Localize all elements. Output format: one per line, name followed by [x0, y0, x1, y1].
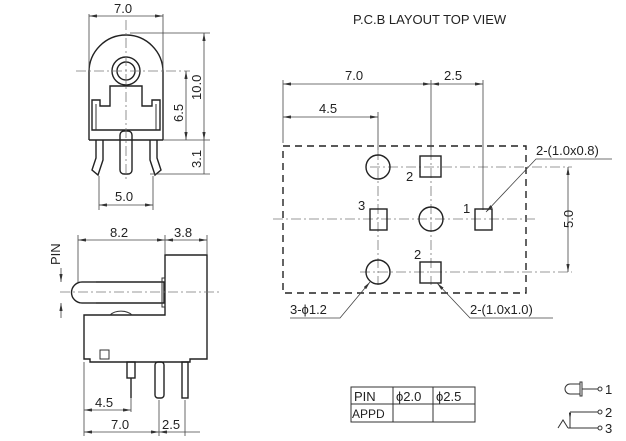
front-center-height-label: 6.5	[171, 104, 186, 122]
side-front-label: 3.8	[174, 225, 192, 240]
pin-label: PIN	[48, 243, 63, 265]
pcb-dim-7-0: 7.0	[345, 68, 363, 83]
side-dim-4-5: 4.5	[95, 395, 113, 410]
pin-table: PIN ϕ2.0 ϕ2.5 APPD	[350, 386, 476, 423]
schematic-pin-2: 2	[605, 405, 612, 420]
table-header-2-5: ϕ2.5	[436, 389, 461, 404]
table-header-pin: PIN	[354, 389, 376, 404]
pin-3-label: 3	[358, 198, 365, 213]
callout-slot-small: 2-(1.0x0.8)	[536, 143, 599, 158]
callout-slot-square: 2-(1.0x1.0)	[470, 302, 533, 317]
drawing-title: P.C.B LAYOUT TOP VIEW	[353, 12, 507, 27]
pcb-dim-4-5: 4.5	[319, 101, 337, 116]
front-height-label: 10.0	[189, 75, 204, 100]
callout-holes: 3-ϕ1.2	[290, 302, 327, 317]
schematic-symbol: 1 2 3	[557, 381, 612, 436]
pin-1-label: 1	[463, 201, 470, 216]
pcb-dim-2-5: 2.5	[444, 68, 462, 83]
pcb-layout: 7.0 2.5 4.5 5.0 1 2 2 3 2-(1.0x0.8) 2-(1…	[273, 68, 612, 319]
front-pin-length-label: 3.1	[189, 150, 204, 168]
schematic-pin-1: 1	[605, 382, 612, 397]
front-width-label: 7.0	[114, 1, 132, 16]
side-dim-7-0: 7.0	[111, 417, 129, 432]
front-view: 7.0 10.0 6.5 3.1 5.0	[76, 1, 210, 210]
pin-2-top-label: 2	[406, 169, 413, 184]
schematic-pin-3: 3	[605, 421, 612, 436]
pcb-dim-5-0: 5.0	[561, 210, 576, 228]
table-header-2-0: ϕ2.0	[396, 389, 421, 404]
side-length-label: 8.2	[110, 225, 128, 240]
side-view: PIN 8.2 3.8 4.5 7.0 2.5	[48, 225, 220, 436]
table-row-appd: APPD	[352, 407, 385, 421]
front-pin-spacing-label: 5.0	[115, 189, 133, 204]
side-dim-2-5: 2.5	[162, 417, 180, 432]
pin-2-bottom-label: 2	[414, 247, 421, 262]
